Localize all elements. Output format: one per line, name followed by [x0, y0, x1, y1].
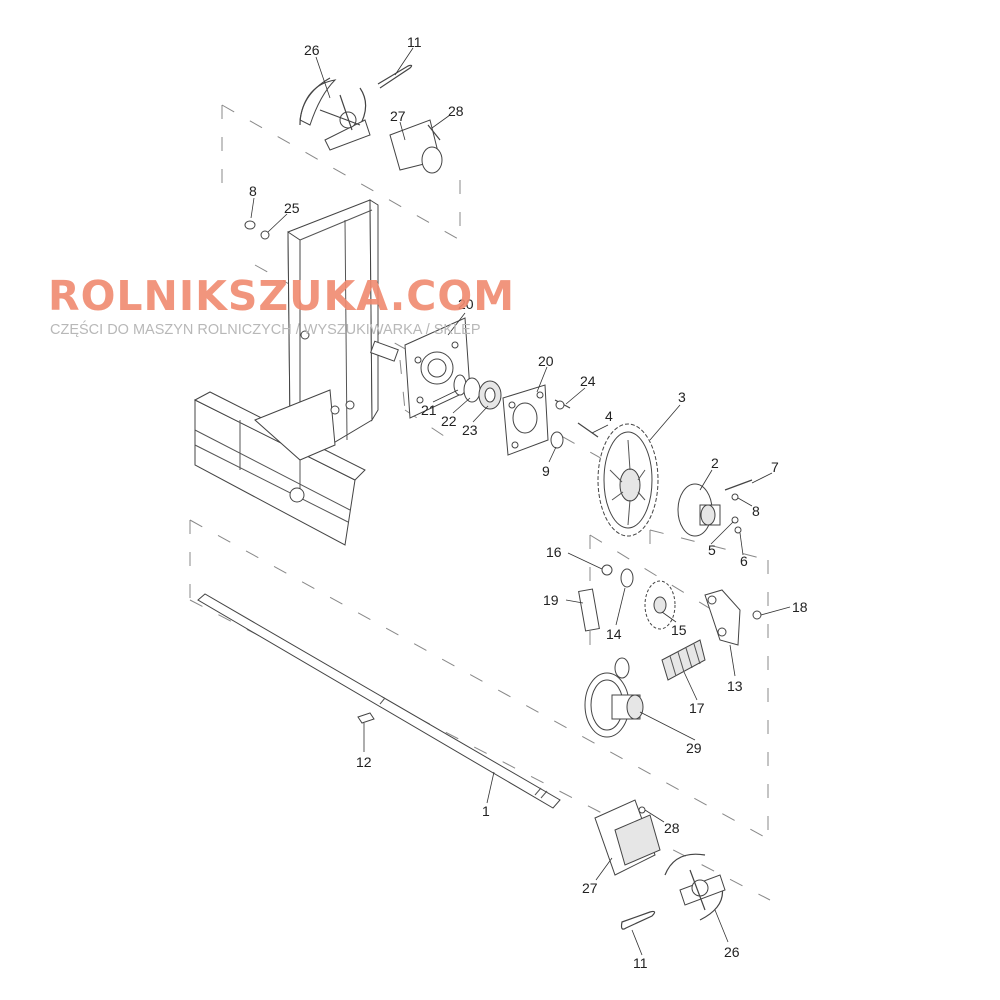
top-reel-assembly [299, 64, 443, 174]
callout-8-right: 8 [752, 503, 760, 519]
callout-17: 17 [689, 700, 705, 716]
callout-27-bottom: 27 [582, 880, 598, 896]
callout-22: 22 [441, 413, 457, 429]
callout-23: 23 [462, 422, 478, 438]
leader-lines [250, 47, 791, 956]
callout-3: 3 [678, 389, 686, 405]
bearing-set [453, 374, 502, 410]
callout-8-top: 8 [249, 183, 257, 199]
callout-6: 6 [740, 553, 748, 569]
tensioner-group [578, 564, 762, 681]
callout-27-top: 27 [390, 108, 406, 124]
bearing-flange-20b [502, 384, 571, 456]
callout-14: 14 [606, 626, 622, 642]
callout-19: 19 [543, 592, 559, 608]
main-shaft-1 [197, 593, 561, 809]
top-small-parts [244, 220, 270, 240]
callout-20-right: 20 [538, 353, 554, 369]
callout-26-top: 26 [304, 42, 320, 58]
callout-28-bottom: 28 [664, 820, 680, 836]
watermark-title: ROLNIKSZUKA.COM [48, 272, 516, 320]
bottom-reel-assembly [594, 799, 726, 930]
hub-2 [677, 479, 753, 537]
sprocket-3 [597, 423, 659, 537]
callout-15: 15 [671, 622, 687, 638]
callout-20-left: 20 [458, 296, 474, 312]
callout-11-top: 11 [407, 34, 422, 50]
callout-1: 1 [482, 803, 490, 819]
callout-7: 7 [771, 459, 779, 475]
callout-9: 9 [542, 463, 550, 479]
callout-5: 5 [708, 542, 716, 558]
side-frame [193, 199, 399, 546]
callout-16: 16 [546, 544, 562, 560]
callout-28-top: 28 [448, 103, 464, 119]
callout-4: 4 [605, 408, 613, 424]
callout-18: 18 [792, 599, 808, 615]
callout-26-bottom: 26 [724, 944, 740, 960]
callout-13: 13 [727, 678, 743, 694]
callout-numbers: 26 11 27 28 8 25 20 20 24 3 21 22 23 4 9… [249, 34, 808, 971]
callout-2: 2 [711, 455, 719, 471]
callout-29: 29 [686, 740, 702, 756]
callout-24: 24 [580, 373, 596, 389]
clutch-29 [584, 657, 644, 738]
callout-12: 12 [356, 754, 372, 770]
watermark-subtitle: CZĘŚCI DO MASZYN ROLNICZYCH / WYSZUKIWAR… [50, 322, 481, 338]
washer-pin [550, 422, 599, 449]
callout-11-bottom: 11 [633, 955, 648, 971]
callout-21: 21 [421, 402, 437, 418]
callout-25: 25 [284, 200, 300, 216]
